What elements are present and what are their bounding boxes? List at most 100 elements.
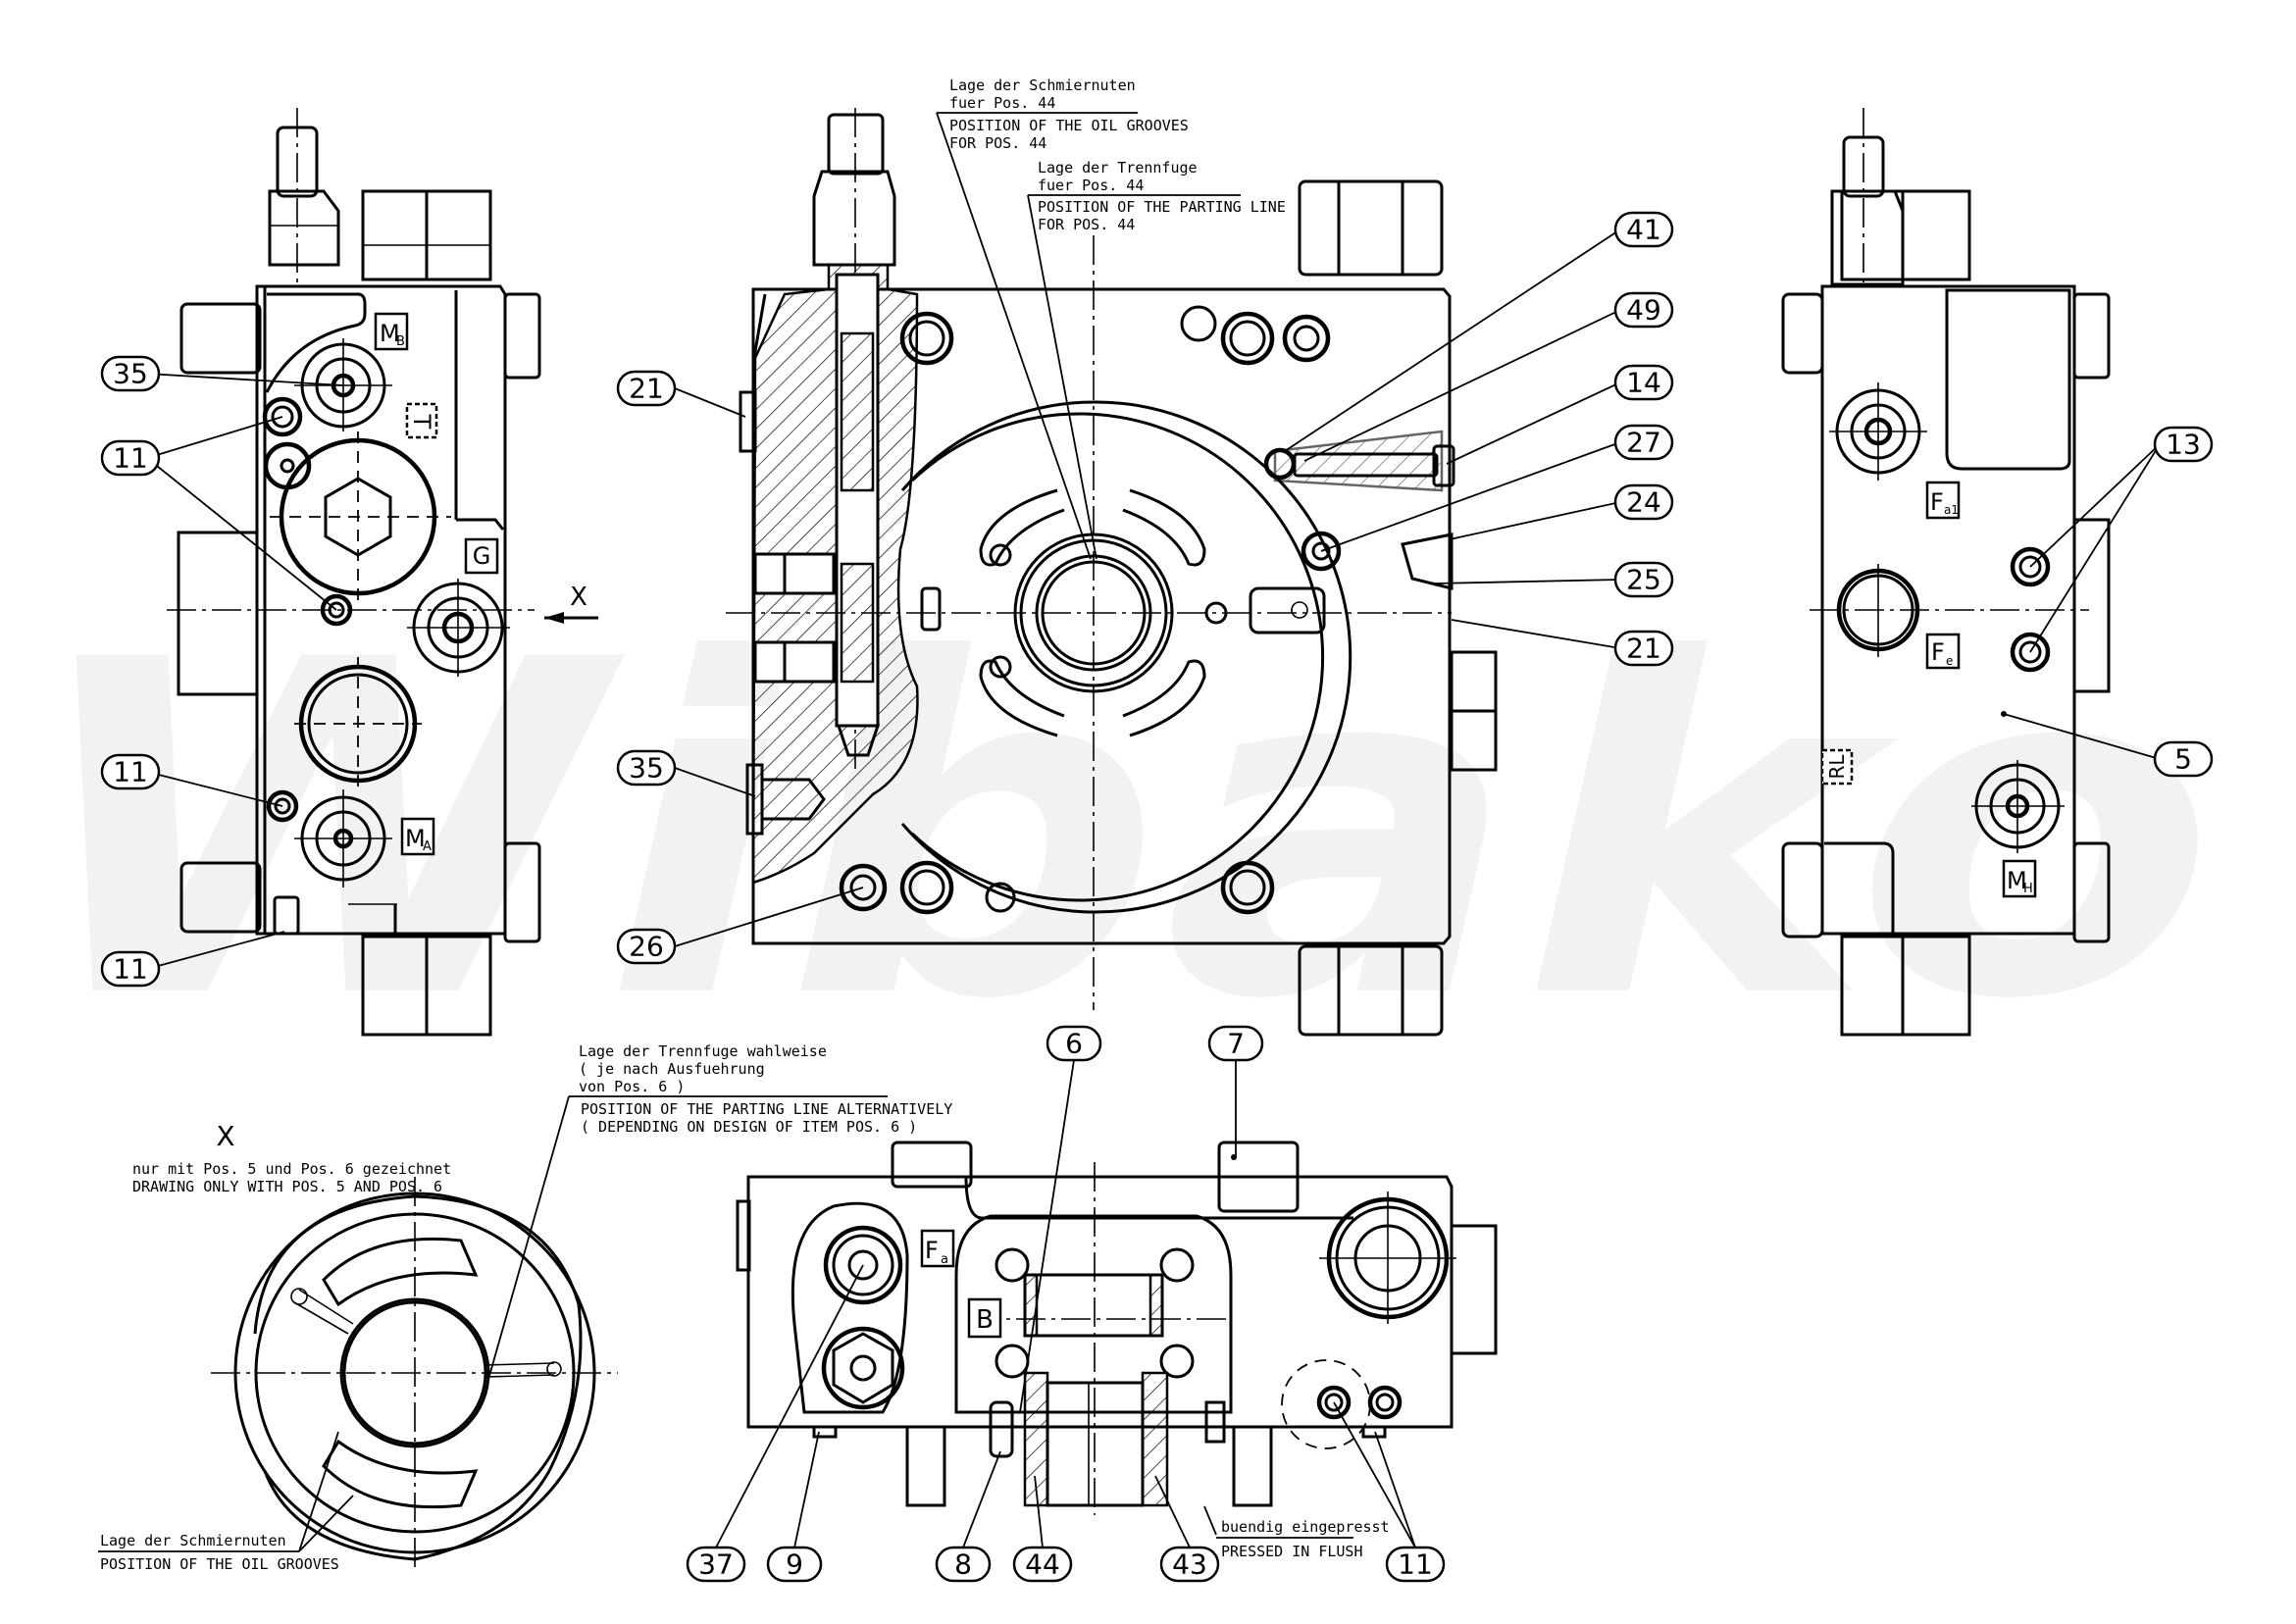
callout-49: 49 (1613, 291, 1674, 329)
mb-main-text: M (380, 320, 400, 347)
callouts-c24-text: 24 (1626, 486, 1661, 519)
callout-41: 41 (1613, 211, 1674, 248)
ports-g-text: G (473, 542, 491, 570)
callout-24: 24 (1613, 483, 1674, 521)
port-label-t: T (405, 402, 438, 439)
fe-main-text: F (1931, 638, 1945, 666)
callout-14: 14 (1613, 364, 1674, 401)
port-label-mb: M B (374, 312, 409, 351)
leader-lines (146, 228, 2161, 1548)
port-label-fe: F e (1925, 633, 1961, 670)
mh-main-text: M (2007, 867, 2027, 894)
callouts-c41-text: 41 (1626, 214, 1661, 246)
note-pressed-flush: buendig eingepresst PRESSED IN FLUSH (1203, 1505, 1390, 1560)
left-view: X M B T G M A (167, 108, 598, 1037)
callouts-c21b-text: 21 (1626, 633, 1661, 665)
callouts-c7-text: 7 (1227, 1028, 1245, 1060)
callout-11c: 11 (100, 950, 161, 988)
mb-sub-text: B (396, 334, 405, 349)
parting-line-alt-de-line2-text: ( je nach Ausfuehrung (579, 1060, 765, 1078)
callout-35b: 35 (616, 749, 677, 787)
fe-sub-text: e (1946, 654, 1953, 668)
pressed-note-en-text: PRESSED IN FLUSH (1221, 1543, 1363, 1560)
callouts-c13-text: 13 (2166, 429, 2201, 461)
port-label-b: B (967, 1297, 1002, 1339)
callouts-c35b-text: 35 (629, 752, 664, 785)
port-label-mh: M H (2002, 859, 2037, 898)
watermark-text: Wibako (20, 563, 2217, 1099)
detail-x-title: X (216, 1120, 234, 1152)
callouts-c11a-text: 11 (113, 442, 148, 475)
ma-main-text: M (405, 825, 426, 852)
callout-21a: 21 (616, 370, 677, 407)
note-oil-grooves-de-line2-text: fuer Pos. 44 (949, 94, 1055, 112)
callout-7: 7 (1207, 1025, 1264, 1062)
fa-main-text: F (925, 1237, 939, 1264)
mh-sub-text: H (2023, 882, 2033, 896)
callouts-c11d-text: 11 (1398, 1548, 1433, 1581)
callouts-c37-text: 37 (698, 1548, 734, 1581)
ma-sub-text: A (423, 839, 432, 854)
port-label-ma: M A (400, 817, 435, 856)
note-oil-grooves-de-line1-text: Lage der Schmiernuten (949, 76, 1136, 94)
callouts-c26-text: 26 (629, 931, 664, 963)
fa-sub-text: a (941, 1252, 948, 1267)
right-view: F a1 F e RL M H (1781, 108, 2111, 1037)
callout-11d: 11 (1385, 1546, 1446, 1583)
callouts-c27-text: 27 (1626, 427, 1661, 459)
note-oil-grooves: Lage der Schmiernuten fuer Pos. 44 POSIT… (936, 76, 1189, 560)
ports-t-text: T (408, 414, 435, 430)
callout-8: 8 (935, 1546, 992, 1583)
callouts-c43-text: 43 (1172, 1548, 1207, 1581)
callout-44: 44 (1012, 1546, 1073, 1583)
parting-line-alt-de-line3-text: von Pos. 6 ) (579, 1078, 685, 1095)
detail-x-view: X nur mit Pos. 5 und Pos. 6 gezeichnet D… (98, 1042, 952, 1573)
parting-line-alt-de-line1-text: Lage der Trennfuge wahlweise (579, 1042, 827, 1060)
callouts-c8-text: 8 (954, 1548, 972, 1581)
callouts-c44-text: 44 (1025, 1548, 1060, 1581)
callouts-c11c-text: 11 (113, 953, 148, 986)
callout-27: 27 (1613, 424, 1674, 461)
note-oil-grooves-en-line1-text: POSITION OF THE OIL GROOVES (949, 117, 1189, 134)
callouts-c25-text: 25 (1626, 564, 1661, 596)
callout-25: 25 (1613, 561, 1674, 598)
callouts-c35a-text: 35 (113, 358, 148, 390)
fa1-sub-text: a1 (1944, 503, 1959, 517)
detail-x-note-de-text: nur mit Pos. 5 und Pos. 6 gezeichnet (132, 1160, 451, 1178)
pressed-note-de-text: buendig eingepresst (1221, 1518, 1390, 1536)
note-parting-line-en-line2-text: FOR POS. 44 (1038, 216, 1135, 233)
note-parting-line-en-line1-text: POSITION OF THE PARTING LINE (1038, 198, 1286, 216)
ports-b-text: B (976, 1305, 994, 1335)
callout-37: 37 (686, 1546, 746, 1583)
note-oil-grooves-en-line2-text: FOR POS. 44 (949, 134, 1046, 152)
callouts-c14-text: 14 (1626, 367, 1661, 399)
callout-26: 26 (616, 928, 677, 965)
oil-grooves-en-text: POSITION OF THE OIL GROOVES (100, 1555, 339, 1573)
center-view: Lage der Schmiernuten fuer Pos. 44 POSIT… (726, 76, 1498, 1037)
port-label-g: G (464, 537, 499, 575)
callouts-c21a-text: 21 (629, 373, 664, 405)
port-label-fa: F a (920, 1229, 955, 1268)
port-label-rl: RL (1820, 748, 1854, 786)
callout-35a: 35 (100, 355, 161, 392)
callouts-c9-text: 9 (786, 1548, 803, 1581)
note-parting-line: Lage der Trennfuge fuer Pos. 44 POSITION… (1027, 159, 1286, 560)
callout-21b: 21 (1613, 630, 1674, 667)
callouts-c11b-text: 11 (113, 756, 148, 788)
callouts-c6-text: 6 (1065, 1028, 1083, 1060)
callout-11a: 11 (100, 439, 161, 477)
watermark: Wibako (20, 563, 2217, 1099)
callout-5: 5 (2153, 740, 2214, 778)
callout-11b: 11 (100, 753, 161, 790)
bottom-view: F a B buendig eingepresst PRESSED IN FLU… (736, 1141, 1498, 1560)
note-parting-line-de-line1-text: Lage der Trennfuge (1038, 159, 1198, 177)
callouts-c5-text: 5 (2174, 743, 2192, 776)
view-arrow-label: X (570, 583, 587, 612)
port-label-fa1: F a1 (1925, 481, 1961, 520)
detail-x-note-en-text: DRAWING ONLY WITH POS. 5 AND POS. 6 (132, 1178, 442, 1195)
callout-6: 6 (1046, 1025, 1102, 1062)
note-parting-line-de-line2-text: fuer Pos. 44 (1038, 177, 1144, 194)
callouts-c49-text: 49 (1626, 294, 1661, 327)
fa1-main-text: F (1930, 488, 1944, 516)
